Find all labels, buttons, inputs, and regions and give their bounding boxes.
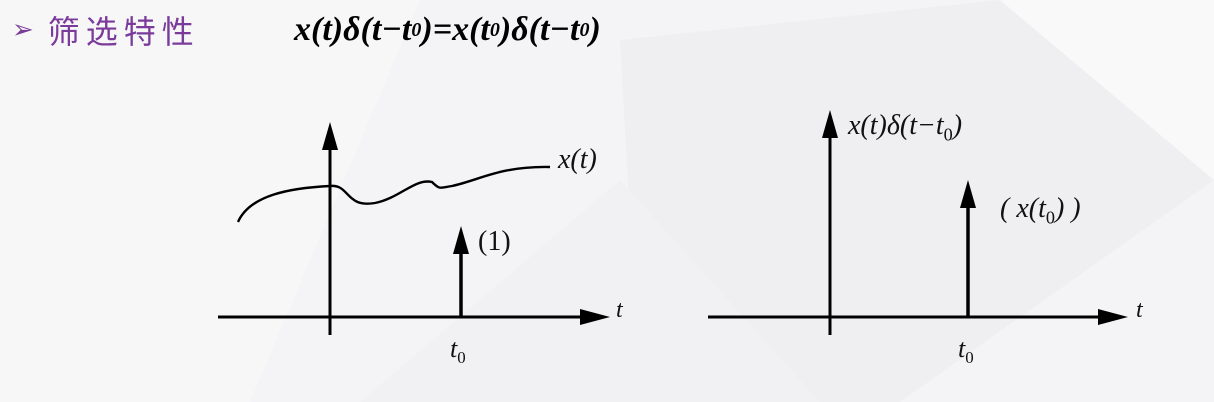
left-plot xyxy=(218,122,610,335)
right-y-axis-arrowhead xyxy=(822,110,838,138)
left-x-axis-arrowhead xyxy=(580,309,610,325)
left-impulse-arrowhead xyxy=(453,226,469,254)
right-impulse-arrowhead xyxy=(960,180,976,208)
section-heading: ➢ 筛选特性 xyxy=(12,6,200,54)
arrow-bullet-icon: ➢ xyxy=(12,15,34,45)
right-y-axis-label: x(t)δ(t−t0) xyxy=(848,110,963,145)
right-tick-label: t0 xyxy=(958,334,974,367)
left-impulse-weight-label: (1) xyxy=(478,226,511,257)
section-title: 筛选特性 xyxy=(47,13,200,51)
right-axis-label: t xyxy=(1136,297,1143,323)
right-x-axis-arrowhead xyxy=(1098,309,1128,325)
left-y-axis-arrowhead xyxy=(322,122,338,150)
signal-curve xyxy=(236,165,551,223)
left-tick-label: t0 xyxy=(450,334,466,367)
curve-label: x(t) xyxy=(558,144,597,175)
right-plot xyxy=(708,110,1128,335)
right-impulse-weight-label: ( x(t0) ) xyxy=(1000,193,1081,228)
left-axis-label: t xyxy=(616,297,623,323)
